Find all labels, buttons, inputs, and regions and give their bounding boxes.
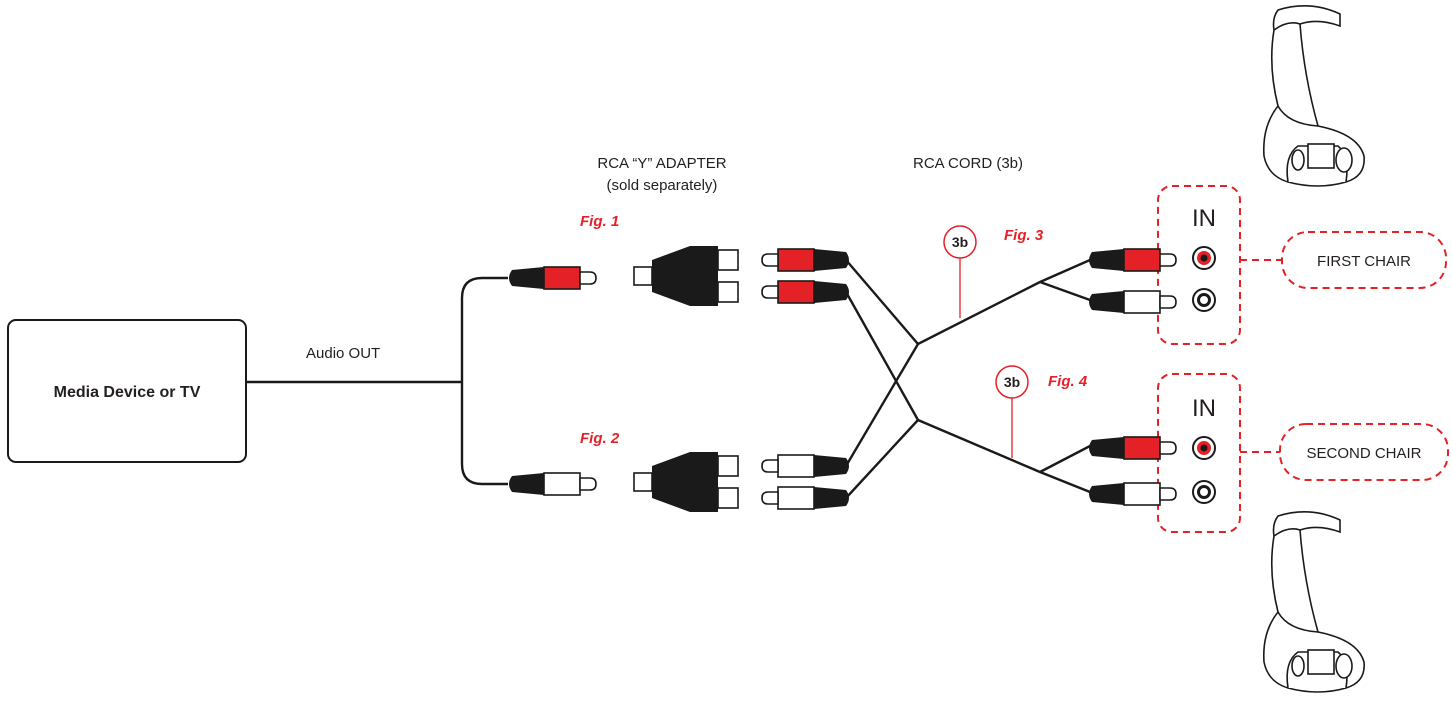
badge-3b-bottom-label: 3b [1004,374,1020,390]
fig-4-label: Fig. 4 [1048,373,1088,390]
fig-1-label: Fig. 1 [580,213,619,230]
rca-jack-icon [1192,436,1216,460]
fig-2-label: Fig. 2 [580,430,620,447]
second-chair-label-box [1279,423,1449,481]
gaming-chair-icon [1262,5,1365,187]
badge-3b-top [943,225,977,259]
rca-plug-icon [761,280,850,304]
rca-plug-icon [761,486,850,510]
cord-title: RCA CORD (3b) [913,155,1023,172]
rca-plug-icon [761,248,850,272]
adapter-title-line1: RCA “Y” ADAPTER [597,155,726,172]
first-in-label: IN [1192,205,1216,232]
rca-jack-icon [1192,480,1216,504]
second-chair-label: SECOND CHAIR [1306,445,1421,462]
rca-plug-icon [508,472,597,496]
badge-3b-bottom [995,365,1029,399]
rca-plug-icon [761,454,850,478]
gaming-chair-icon [1262,511,1365,693]
split-cable [460,276,508,486]
first-chair-label-box [1281,231,1447,289]
rca-jack-icon [1192,288,1216,312]
first-chair-label: FIRST CHAIR [1317,253,1411,270]
y-adapter-icon [633,451,739,513]
media-device-label: Media Device or TV [54,384,201,401]
second-in-label: IN [1192,395,1216,422]
rca-cord-wires [844,258,1091,499]
rca-jack-icon [1192,246,1216,270]
fig-3-label: Fig. 3 [1004,227,1044,244]
rca-plug-icon [508,266,597,290]
adapter-title-line2: (sold separately) [607,177,718,194]
y-adapter-icon [633,245,739,307]
audio-out-label: Audio OUT [306,345,380,362]
badge-3b-top-label: 3b [952,234,968,250]
media-device-box [7,319,247,463]
